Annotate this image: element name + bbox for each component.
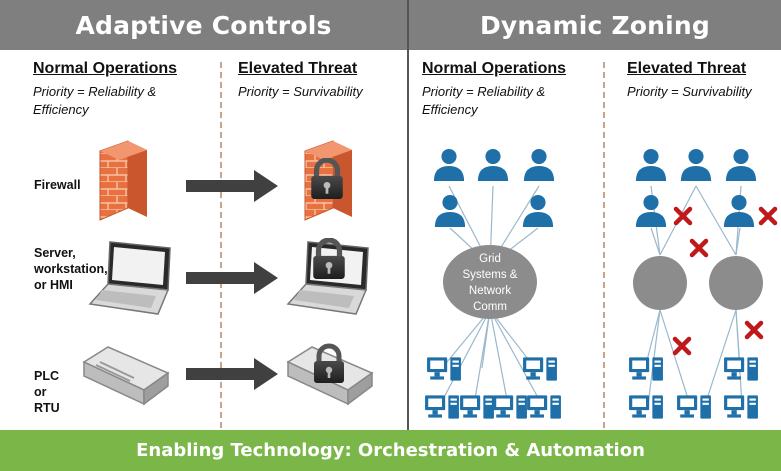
ac-elevated-title: Elevated Threat [238, 60, 358, 77]
user-icon [680, 148, 712, 182]
arrow-icon [186, 358, 278, 390]
zone-node-right [709, 256, 763, 310]
dz-elevated-title: Elevated Threat [627, 60, 747, 77]
computer-icon [460, 395, 494, 419]
row-label-server: Server, workstation, or HMI [34, 246, 108, 292]
user-icon [433, 148, 465, 182]
user-icon [477, 148, 509, 182]
switch-icon [82, 346, 170, 406]
arrow-icon [186, 262, 278, 294]
computer-icon [523, 357, 557, 381]
cross-icon [747, 323, 761, 337]
dz-normal-subtitle: Priority = Reliability & Efficiency [422, 84, 546, 117]
dz-column-separator [603, 62, 605, 428]
ac-normal-subtitle: Priority = Reliability & Efficiency [33, 84, 157, 117]
ac-elevated-subtitle: Priority = Survivability [238, 84, 363, 99]
computer-icon [425, 395, 459, 419]
user-icon [635, 148, 667, 182]
diagram-graphics [82, 140, 781, 419]
footer-banner: Enabling Technology: Orchestration & Aut… [0, 430, 781, 471]
lock-icon [314, 346, 344, 383]
user-icon [522, 194, 554, 228]
computer-icon [629, 357, 663, 381]
ac-normal-title: Normal Operations [33, 60, 178, 77]
user-icon [523, 148, 555, 182]
section-divider [407, 0, 409, 430]
dz-elevated-subtitle: Priority = Survivability [627, 84, 752, 99]
cross-icon [692, 241, 706, 255]
grid-systems-node [443, 245, 537, 319]
user-icon [635, 194, 667, 228]
computer-icon [724, 357, 758, 381]
user-icon [434, 194, 466, 228]
zone-node-left [633, 256, 687, 310]
computer-icon [724, 395, 758, 419]
cross-icon [761, 209, 775, 223]
header-dynamic-zoning: Dynamic Zoning [409, 0, 781, 50]
arrow-icon [186, 170, 278, 202]
row-label-plc: PLC or RTU [34, 369, 60, 415]
laptop-icon [89, 241, 171, 315]
row-label-firewall: Firewall [34, 178, 81, 192]
computer-icon [493, 395, 527, 419]
firewall-icon [99, 140, 147, 221]
computer-icon [427, 357, 461, 381]
ac-column-separator [220, 62, 222, 428]
grid-systems-label: Grid Systems & Network Comm [462, 253, 518, 313]
dz-normal-title: Normal Operations [422, 60, 567, 77]
header-adaptive-controls: Adaptive Controls [0, 0, 407, 50]
computer-icon [677, 395, 711, 419]
cross-icon [675, 339, 689, 353]
user-icon [725, 148, 757, 182]
computer-icon [629, 395, 663, 419]
computer-icon [527, 395, 561, 419]
